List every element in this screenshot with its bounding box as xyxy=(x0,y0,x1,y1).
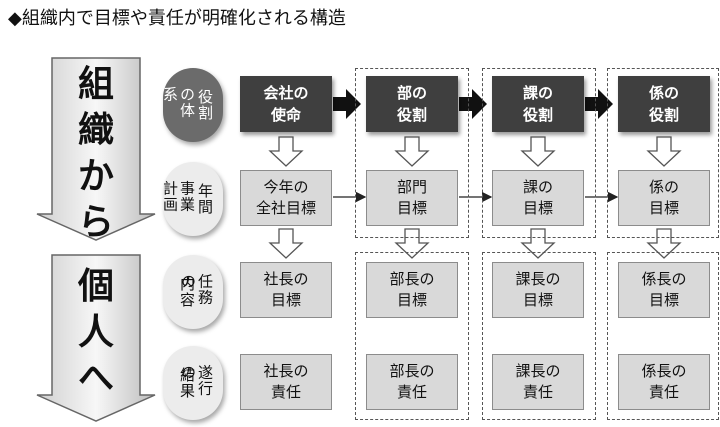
duty-section-chief-goal: 課長の 目標 xyxy=(492,262,584,318)
header-text: 課の 役割 xyxy=(522,84,553,124)
down-block-arrows xyxy=(268,136,682,259)
individual-arrow-label: 個 人 へ xyxy=(50,264,142,402)
organization-arrow-label: 組 織 か ら xyxy=(50,62,142,246)
plan-section-goal: 課の 目標 xyxy=(492,170,584,226)
cell-text: 係長の 責任 xyxy=(641,362,687,401)
page-title: ◆組織内で目標や責任が明確化される構造 xyxy=(8,8,346,29)
organization-down-arrow xyxy=(36,57,156,241)
plan-company-goal: 今年の 全社目標 xyxy=(240,170,332,226)
row-label-duty-content: 任務の 内容 xyxy=(163,255,223,329)
result-president-responsibility: 社長の 責任 xyxy=(240,354,332,410)
dept-group-outline-lower xyxy=(355,252,469,420)
row-label-annual-plan: 年間 事業計画 xyxy=(161,162,223,236)
plan-unit-goal: 係の 目標 xyxy=(618,170,710,226)
row-label-text: 任務の xyxy=(179,273,214,306)
duty-department-head-goal: 部長の 目標 xyxy=(366,262,458,318)
row-label-text: 結果 xyxy=(178,367,196,399)
cell-text: 係長の 目標 xyxy=(641,270,687,309)
duty-unit-chief-goal: 係長の 目標 xyxy=(618,262,710,318)
row-label-text: 内容 xyxy=(178,276,196,308)
header-text: 部の 役割 xyxy=(396,84,427,124)
header-company-mission: 会社の 使命 xyxy=(240,76,332,132)
cell-text: 社長の 責任 xyxy=(263,362,309,401)
row-label-text: 年間 xyxy=(196,183,214,215)
unit-group-outline-upper xyxy=(607,68,719,238)
cell-text: 部長の 目標 xyxy=(389,270,435,309)
section-group-outline-lower xyxy=(482,252,596,420)
arrow-char: 人 xyxy=(77,312,114,353)
result-unit-chief-responsibility: 係長の 責任 xyxy=(618,354,710,410)
row-label-text: 遂行の xyxy=(179,364,214,397)
cell-text: 課長の 責任 xyxy=(515,362,561,401)
header-text: 係の 役割 xyxy=(648,84,679,124)
cell-text: 課の 目標 xyxy=(522,178,553,217)
cell-text: 課長の 目標 xyxy=(515,270,561,309)
row-label-execution-result: 遂行の 結果 xyxy=(163,346,223,420)
row-label-role-system: 役割 の体系 xyxy=(161,68,223,142)
cell-text: 部門 目標 xyxy=(396,178,427,217)
row-label-text: 事業計画 xyxy=(161,180,196,213)
dept-group-outline-upper xyxy=(355,68,469,238)
row-label-text: 役割 xyxy=(196,89,214,121)
unit-group-outline-lower xyxy=(607,252,719,420)
header-department-role: 部の 役割 xyxy=(366,76,458,132)
cell-text: 社長の 目標 xyxy=(263,270,309,309)
result-section-chief-responsibility: 課長の 責任 xyxy=(492,354,584,410)
result-department-head-responsibility: 部長の 責任 xyxy=(366,354,458,410)
cell-text: 部長の 責任 xyxy=(389,362,435,401)
header-arrows xyxy=(333,89,613,119)
row-label-text: の体系 xyxy=(161,86,196,119)
individual-down-arrow xyxy=(36,254,156,422)
arrow-char: 組 xyxy=(77,64,114,105)
cell-text: 今年の 全社目標 xyxy=(255,178,316,217)
header-text: 会社の 使命 xyxy=(263,84,309,124)
duty-president-goal: 社長の 目標 xyxy=(240,262,332,318)
arrow-char: 個 xyxy=(77,266,114,307)
arrow-char: 織 xyxy=(77,110,114,151)
arrow-char: へ xyxy=(77,358,114,399)
header-section-role: 課の 役割 xyxy=(492,76,584,132)
arrow-char: ら xyxy=(77,202,114,243)
header-unit-role: 係の 役割 xyxy=(618,76,710,132)
arrow-char: か xyxy=(77,156,114,197)
plan-department-goal: 部門 目標 xyxy=(366,170,458,226)
cell-text: 係の 目標 xyxy=(648,178,679,217)
section-group-outline-upper xyxy=(482,68,596,238)
